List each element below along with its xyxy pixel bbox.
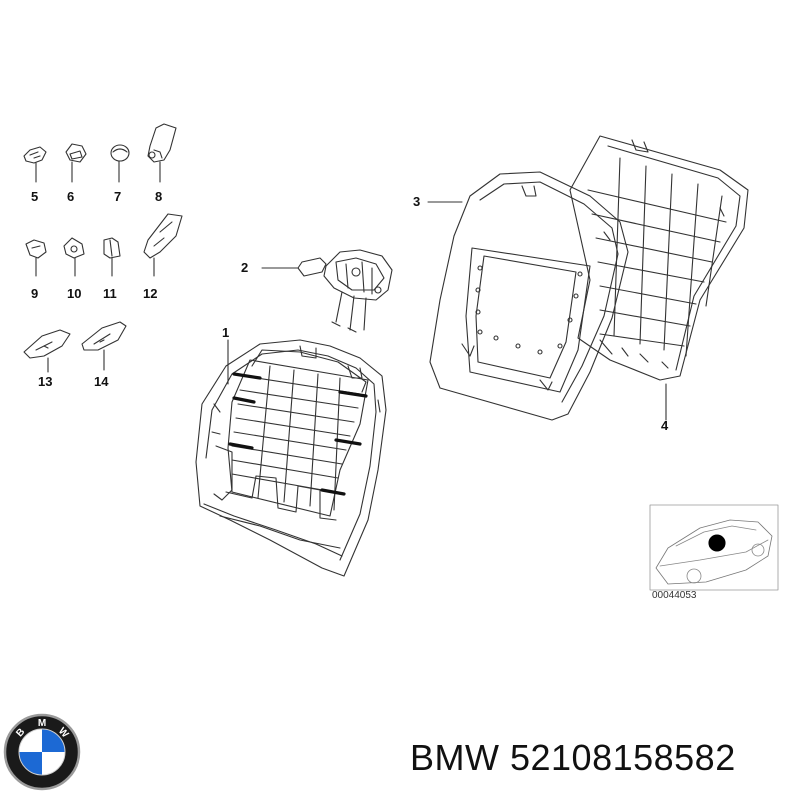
part-13-bracket (23, 329, 71, 373)
part-6-clip (65, 143, 87, 183)
part-2-lumbar-adjuster (261, 249, 393, 333)
part-14-bracket (81, 321, 127, 371)
callout-1: 1 (222, 325, 230, 340)
part-11-clip (103, 237, 121, 277)
callout-6: 6 (67, 189, 75, 204)
callout-3: 3 (413, 194, 421, 209)
part-7-button (110, 144, 130, 183)
svg-text:M: M (38, 718, 46, 729)
callout-11: 11 (103, 286, 117, 301)
part-8-bracket (147, 123, 177, 183)
callout-13: 13 (38, 374, 53, 389)
part-5-clip (23, 146, 47, 183)
part-1-backrest-frame (195, 339, 387, 577)
bmw-logo: B M W (3, 713, 81, 791)
callout-12: 12 (143, 286, 158, 301)
callout-14: 14 (94, 374, 109, 389)
part-4-rear-panel (569, 135, 749, 421)
part-number-caption: BMW 52108158582 (410, 737, 736, 778)
callout-9: 9 (31, 286, 39, 301)
part-10-clip (63, 237, 85, 277)
part-9-clip (25, 239, 47, 277)
callout-8: 8 (155, 189, 163, 204)
part-3-backrest-pad (427, 171, 629, 421)
part-12-bracket (143, 213, 183, 277)
callout-7: 7 (114, 189, 122, 204)
callout-2: 2 (241, 260, 249, 275)
callout-5: 5 (31, 189, 39, 204)
callout-4: 4 (661, 418, 669, 433)
vehicle-location-inset (649, 504, 779, 591)
callout-10: 10 (67, 286, 82, 301)
inset-diagram-code: 00044053 (652, 590, 697, 601)
